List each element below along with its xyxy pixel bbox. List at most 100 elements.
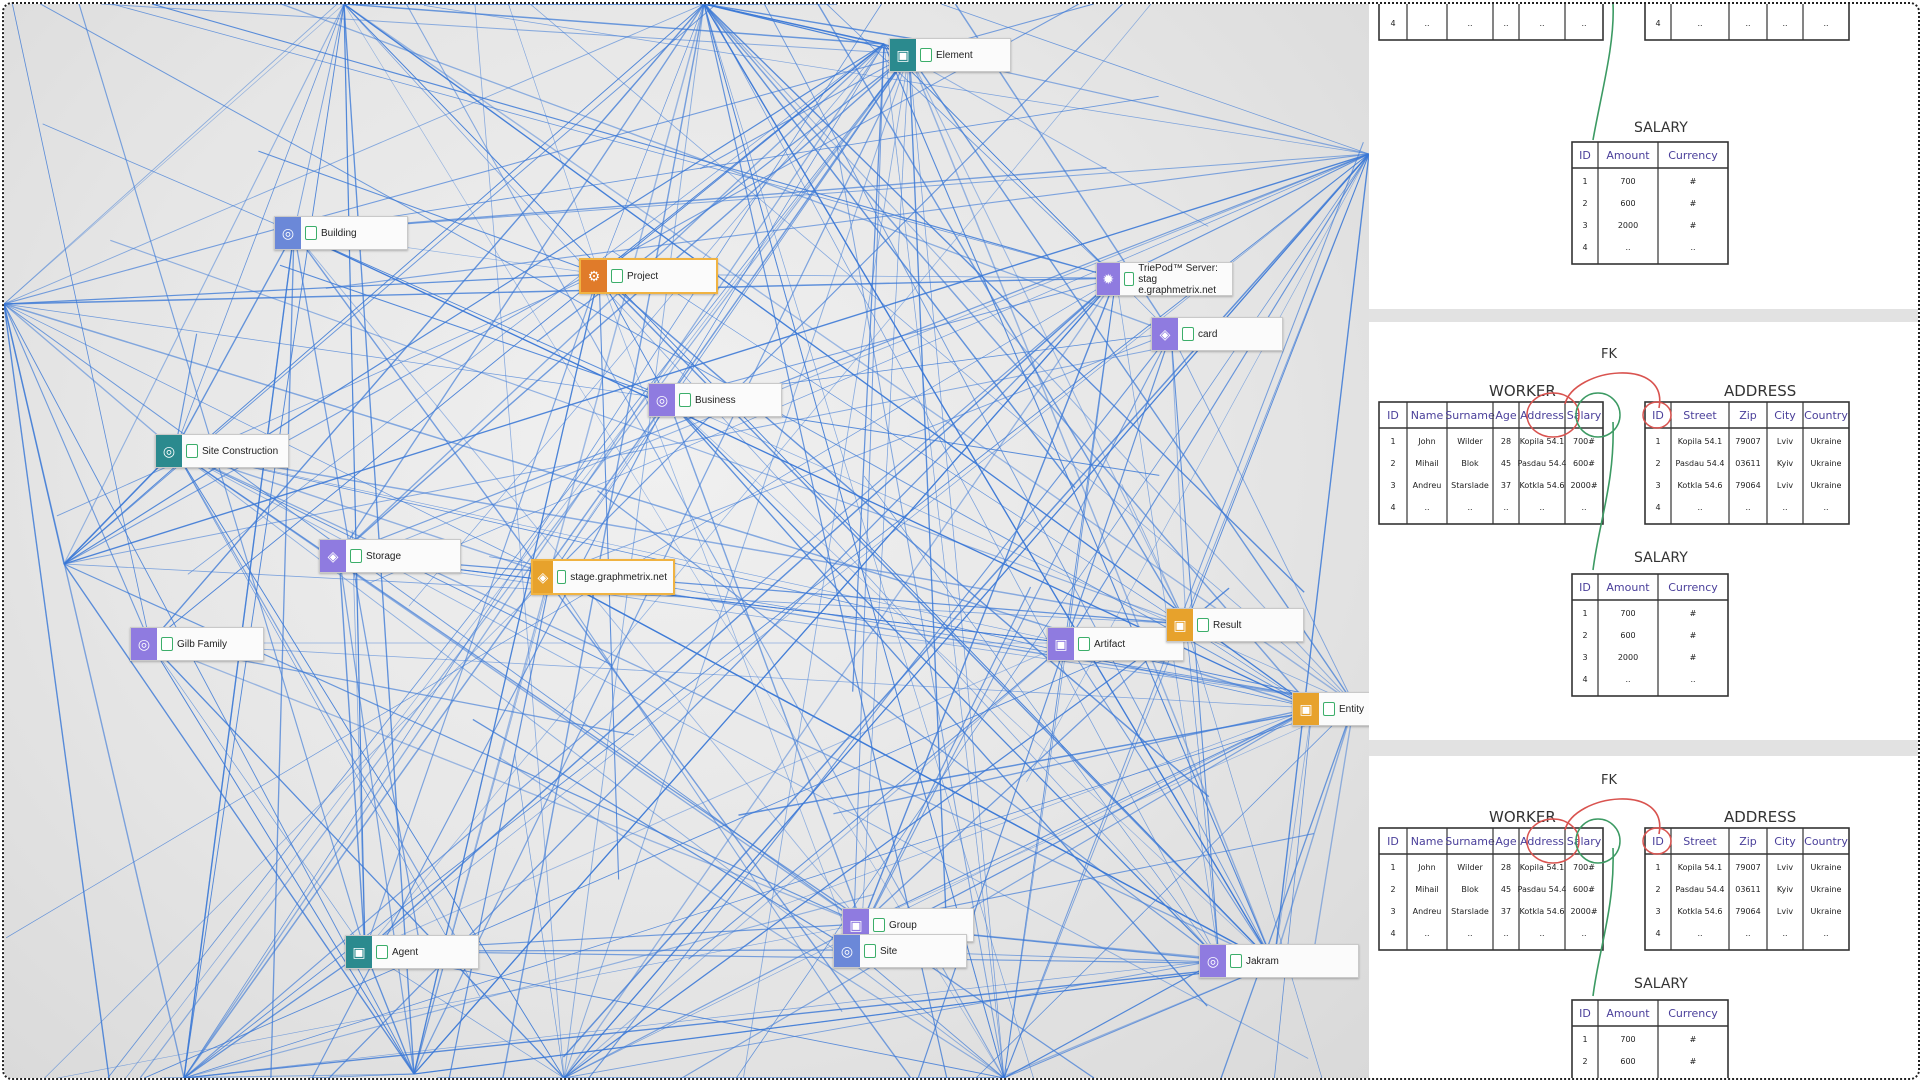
graph-node-label: TriePod™ Server: stag e.graphmetrix.net <box>1138 262 1218 296</box>
table-cell: 1 <box>1655 863 1660 872</box>
graph-edge <box>1115 153 1369 279</box>
graph-edge <box>563 642 1068 1078</box>
graph-node-project[interactable]: ⚙Project <box>579 258 718 294</box>
graph-edge <box>338 554 366 952</box>
graph-node-element[interactable]: ▣Element <box>889 38 1011 72</box>
graph-view[interactable]: ▣Element◎Building⚙Project✹TriePod™ Serve… <box>4 4 1369 1078</box>
table-cell: 2 <box>1582 199 1587 208</box>
graph-edge <box>107 53 910 1078</box>
graph-edge <box>149 642 366 952</box>
graph-node-label: Business <box>695 394 736 406</box>
table-cell: .. <box>1467 503 1472 512</box>
graph-node-label: Element <box>936 49 973 61</box>
table-cell: .. <box>1539 929 1544 938</box>
graph-edge <box>174 449 481 997</box>
table-header: Amount <box>1606 149 1650 162</box>
document-icon <box>1230 954 1242 968</box>
table-header: Currency <box>1668 149 1718 162</box>
graph-node-site[interactable]: ◎Site <box>833 934 967 968</box>
table-cell: 3 <box>1655 907 1660 916</box>
graph-node-label: Storage <box>366 550 402 562</box>
table-header: Age <box>1495 409 1517 422</box>
graph-edge <box>338 53 910 556</box>
document-icon <box>1323 702 1335 716</box>
graph-edge <box>703 4 885 45</box>
table-cell: Lviv <box>1777 437 1793 446</box>
table-cell: .. <box>1782 929 1787 938</box>
graph-edge <box>63 563 415 1075</box>
table-cell: Ukraine <box>1811 437 1842 446</box>
graph-edge <box>343 4 1355 705</box>
graph-edge <box>883 43 1117 279</box>
graph-edge <box>343 4 1275 965</box>
worker-table: ID1234NameJohnMihailAndreu..SurnameWilde… <box>1378 827 1604 951</box>
document-icon <box>611 269 623 283</box>
graph-edge <box>738 703 1355 816</box>
table-cell: 2 <box>1655 885 1660 894</box>
table-cell: John <box>1417 437 1435 446</box>
graph-node-result[interactable]: ▣Result <box>1166 608 1304 642</box>
graph-node-entity[interactable]: ▣Entity <box>1292 692 1369 726</box>
worker-table: ID1234NameJohnMihailAndreu..SurnameWilde… <box>1378 401 1604 525</box>
table-cell: John <box>1417 863 1435 872</box>
graph-edge <box>703 4 1305 593</box>
table-cell: Ukraine <box>1811 4 1842 6</box>
table-cell: 2000# <box>1570 4 1597 6</box>
table-cell: 2 <box>1655 459 1660 468</box>
graph-edge <box>667 53 910 400</box>
graph-node-label: Group <box>889 919 917 931</box>
graph-edge <box>703 4 1355 705</box>
graph-node-siteconstruction[interactable]: ◎Site Construction <box>155 434 289 468</box>
graph-edge <box>281 4 1172 334</box>
graph-edge <box>861 623 1187 925</box>
table-header: Name <box>1411 835 1444 848</box>
table-cell: .. <box>1745 929 1750 938</box>
table-cell: Kopila 54.1 <box>1678 437 1723 446</box>
graph-node-storage[interactable]: ◈Storage <box>319 539 461 573</box>
graph-node-business[interactable]: ◎Business <box>648 383 782 417</box>
graph-edge <box>1004 642 1068 1072</box>
graph-edge <box>563 53 910 1078</box>
table-cell: .. <box>1697 929 1702 938</box>
table-cell: .. <box>1782 503 1787 512</box>
graph-edge <box>405 4 1005 1078</box>
graph-edge <box>44 574 552 1078</box>
graph-node-building[interactable]: ◎Building <box>274 216 408 250</box>
graph-edge <box>270 231 295 1078</box>
table-cell: Ukraine <box>1811 863 1842 872</box>
graph-edge <box>183 703 1355 1078</box>
graph-node-jakram[interactable]: ◎Jakram <box>1199 944 1359 978</box>
graph-edge <box>12 4 151 644</box>
table-cell: 1 <box>1655 437 1660 446</box>
graph-edge <box>174 449 1187 625</box>
graph-edge <box>502 4 705 1078</box>
graph-node-label: Result <box>1213 619 1242 631</box>
graph-node-gilb[interactable]: ◎Gilb Family <box>130 627 264 661</box>
graph-node-label: Gilb Family <box>177 638 228 650</box>
graph-edge <box>258 150 600 275</box>
table-cell: .. <box>1690 675 1695 684</box>
graph-node-card[interactable]: ◈card <box>1151 317 1283 351</box>
graph-edge <box>338 554 366 952</box>
graph-edge <box>764 4 1275 965</box>
graph-edge <box>563 923 863 1078</box>
document-icon <box>864 944 876 958</box>
bookmark-icon: ▣ <box>1293 693 1319 725</box>
table-header: ID <box>1652 409 1664 422</box>
fk-label: FK <box>1601 347 1617 362</box>
graph-node-artifact[interactable]: ▣Artifact <box>1047 627 1184 661</box>
graph-edge <box>183 959 1220 1078</box>
graph-edge <box>514 753 565 1078</box>
graph-edge <box>63 4 717 565</box>
graph-edge <box>183 893 875 1078</box>
graph-edge <box>1170 332 1187 625</box>
table-cell: 600 <box>1620 1057 1635 1066</box>
graph-node-tripod[interactable]: ✹TriePod™ Server: stag e.graphmetrix.net <box>1096 262 1233 296</box>
document-icon <box>1123 272 1135 286</box>
graph-node-agent[interactable]: ▣Agent <box>345 935 479 969</box>
graph-node-stage[interactable]: ◈stage.graphmetrix.net <box>531 559 675 595</box>
globe-icon: ◎ <box>156 435 182 467</box>
bookmark-icon: ▣ <box>346 936 372 968</box>
